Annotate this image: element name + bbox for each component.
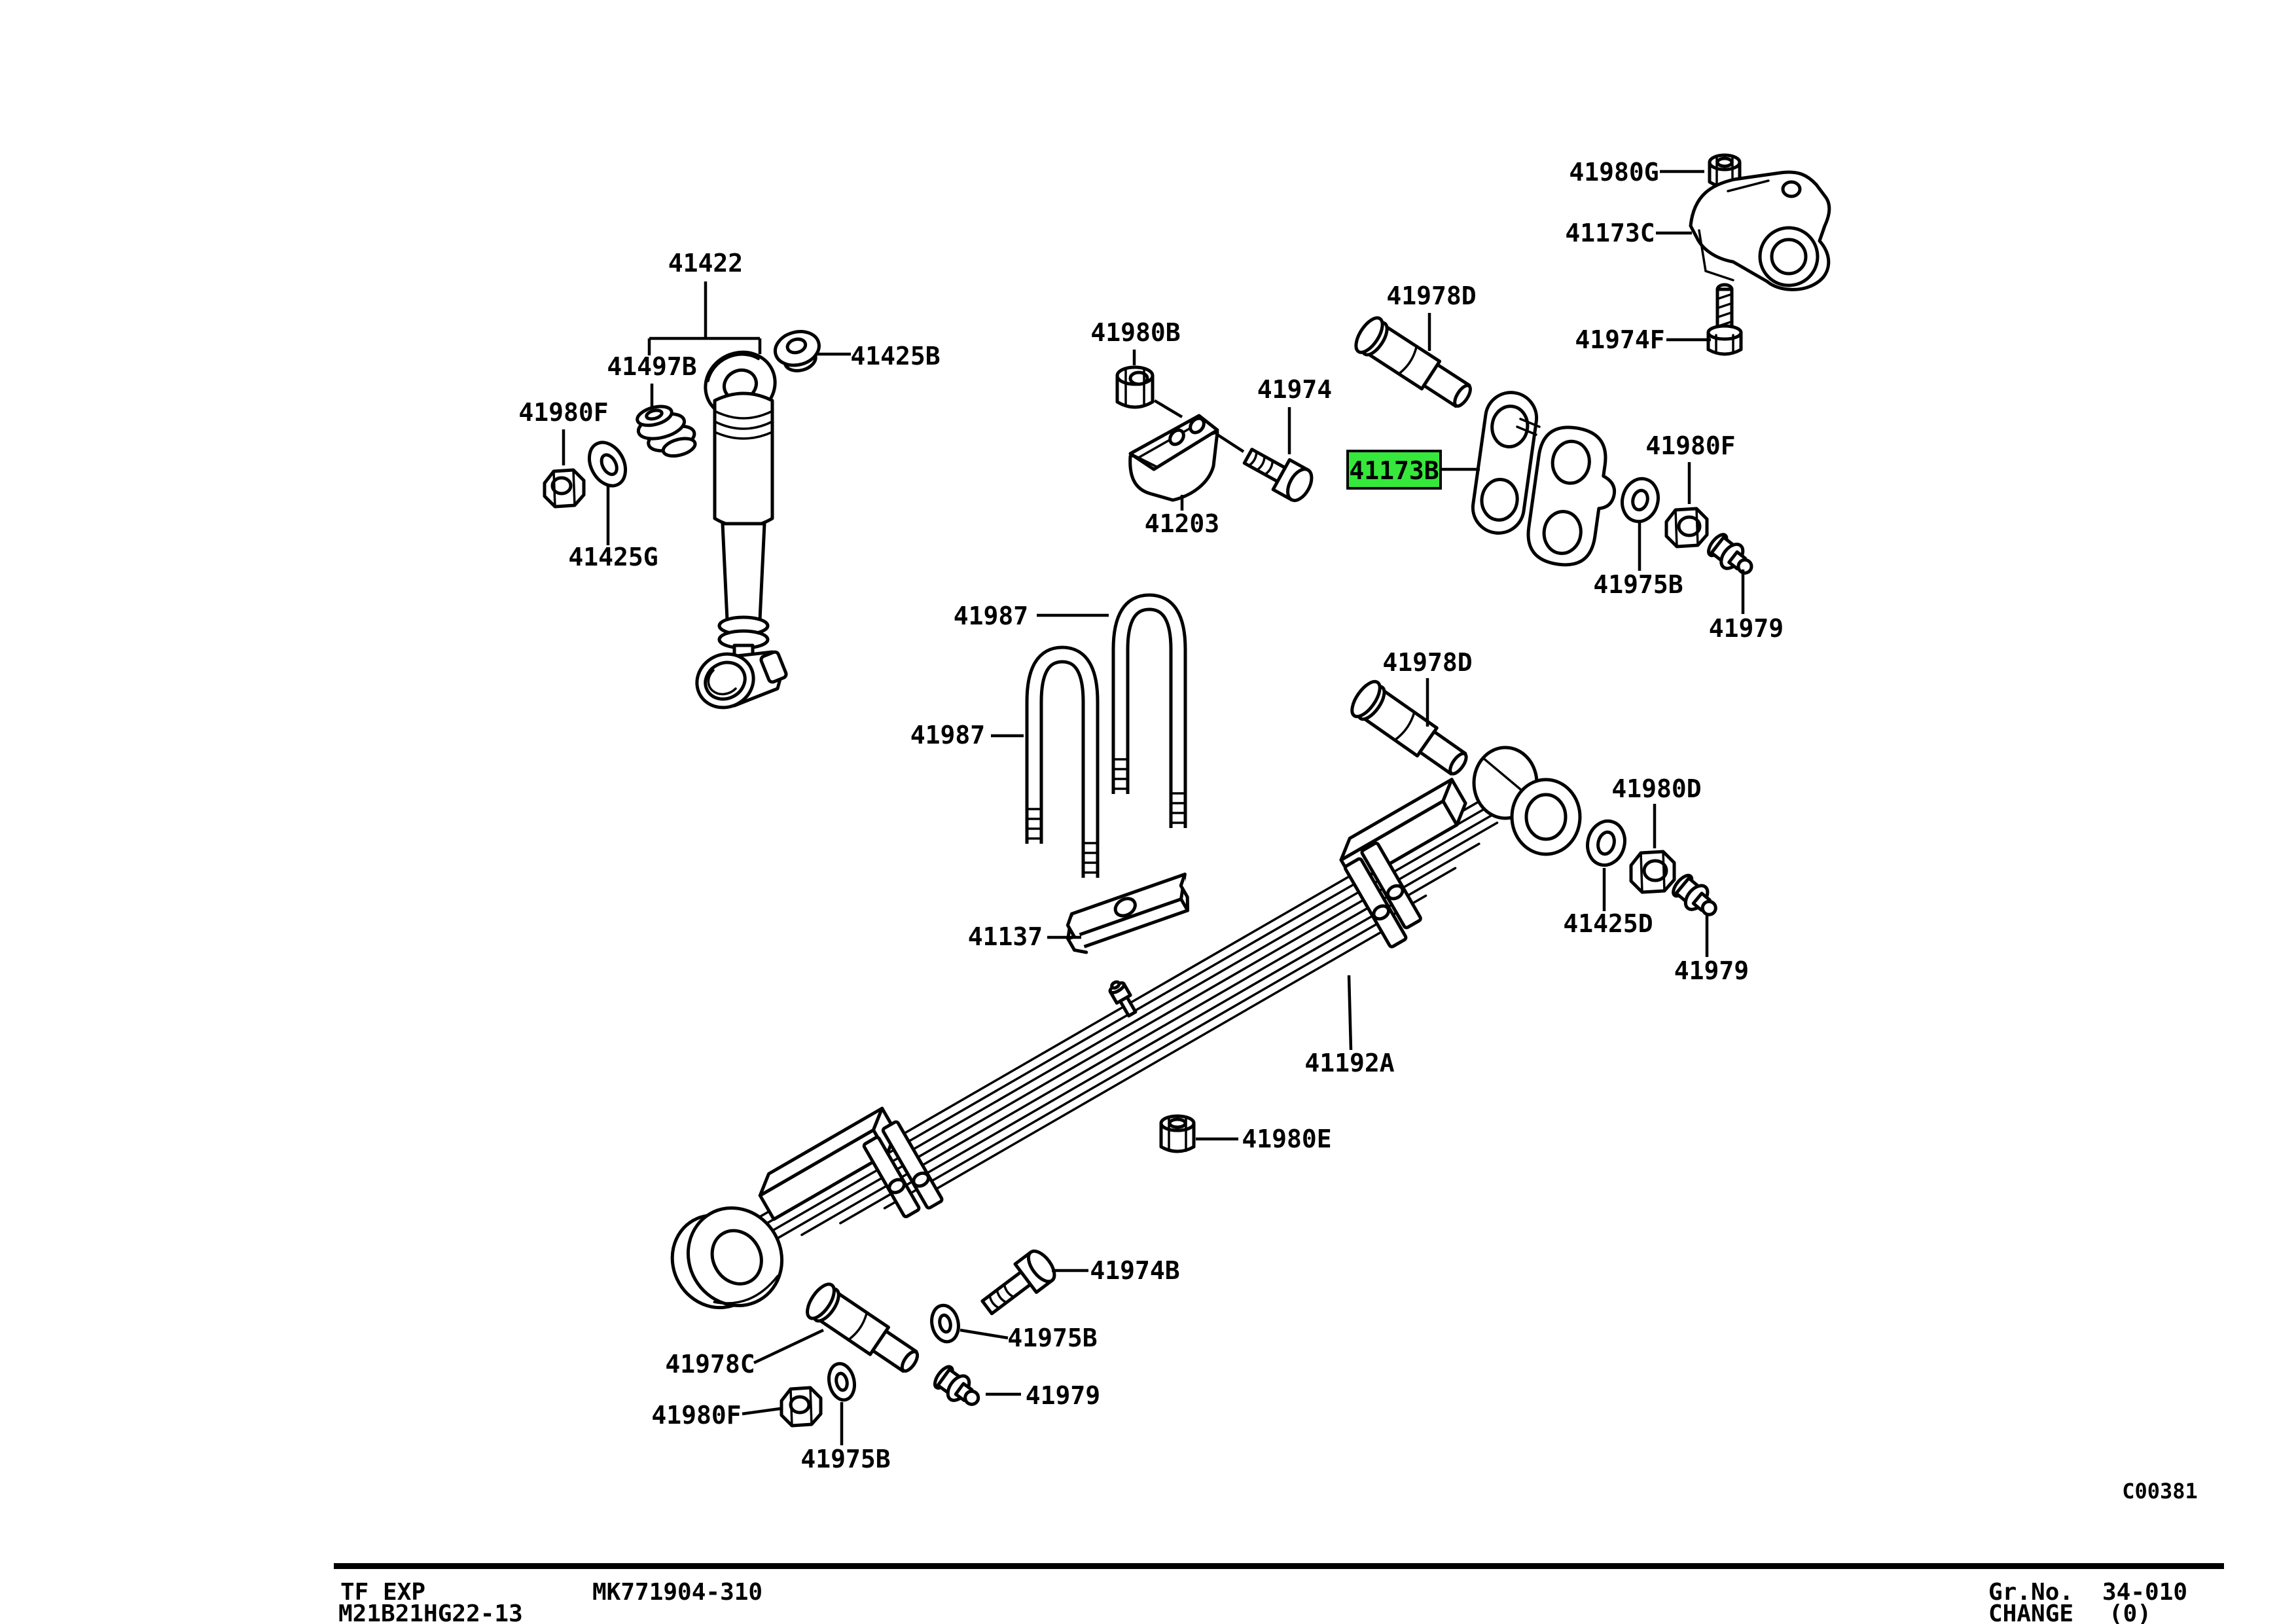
part-label-41975B-centerbolt[interactable]: 41975B (1007, 1324, 1097, 1352)
part-shackle-plate-outer (1526, 425, 1617, 567)
part-label-41422[interactable]: 41422 (668, 249, 743, 278)
footer-rule (334, 1563, 2224, 1569)
part-label-41980F-shock[interactable]: 41980F (518, 398, 608, 427)
footer-change-label: CHANGE (1988, 1600, 2073, 1624)
part-label-41425D[interactable]: 41425D (1563, 909, 1653, 938)
part-label-41980F-front[interactable]: 41980F (651, 1401, 741, 1430)
leader-lines (562, 170, 1745, 1445)
part-label-41425G[interactable]: 41425G (568, 543, 658, 571)
footer-change-value: (0) (2109, 1600, 2151, 1624)
spring-front-eye (670, 1206, 784, 1310)
part-nut-41980D (1629, 850, 1676, 894)
part-label-41192A[interactable]: 41192A (1304, 1049, 1394, 1077)
part-grease-fitting-41979-shackle (1707, 533, 1753, 575)
spring-centre-bolt (1108, 980, 1138, 1018)
highlighted-part-label-41173B[interactable]: 41173B (1346, 450, 1442, 490)
part-label-41987-rear[interactable]: 41987 (954, 602, 1028, 630)
part-grease-fitting-41979-front (933, 1365, 980, 1406)
diagram-code: C00381 (2122, 1479, 2198, 1504)
part-nut-41980E (1159, 1114, 1196, 1153)
part-label-41497B[interactable]: 41497B (607, 352, 696, 381)
part-label-41980F-shackle[interactable]: 41980F (1645, 431, 1735, 460)
part-label-41978D-lower[interactable]: 41978D (1382, 648, 1472, 677)
part-spring-pin-41978D-lower (1350, 679, 1468, 776)
highlight-box[interactable] (1346, 450, 1442, 490)
part-nut-41980F-shock (543, 468, 586, 509)
footer: TF EXP MK771904-310 M21B21HG22-13 Gr.No.… (338, 1579, 2187, 1624)
part-bushing-41425B (773, 330, 821, 372)
part-label-41979-front[interactable]: 41979 (1026, 1381, 1100, 1410)
part-grease-fitting-41979-rear (1672, 873, 1717, 916)
part-label-41980E[interactable]: 41980E (1242, 1125, 1331, 1153)
part-washer-41425G (587, 441, 628, 488)
part-bolt-41974B (980, 1249, 1056, 1316)
part-washer-41975B-centerbolt (930, 1303, 960, 1344)
part-washer-41425D (1586, 819, 1626, 867)
footer-catalog-no: MK771904-310 (592, 1579, 762, 1606)
part-label-41203[interactable]: 41203 (1145, 509, 1219, 538)
part-label-41974B[interactable]: 41974B (1090, 1256, 1179, 1285)
part-bushing-41497B (636, 405, 697, 458)
part-u-bolt-front (1025, 645, 1100, 878)
part-label-41975B-shackle[interactable]: 41975B (1593, 570, 1683, 599)
footer-grno-value: 34-010 (2102, 1579, 2187, 1606)
part-label-41974[interactable]: 41974 (1257, 375, 1332, 404)
footer-grno-label: Gr.No. (1988, 1579, 2073, 1606)
highlight-code[interactable]: 41173B (1349, 456, 1439, 485)
part-nut-41980B (1115, 365, 1155, 409)
shock-bottom-mount (695, 650, 788, 710)
part-spring-pin-41978D-upper (1354, 316, 1472, 408)
part-label-41979-shackle[interactable]: 41979 (1709, 614, 1784, 643)
part-hanger-bracket-41173C (1689, 170, 1831, 291)
part-label-41987-front[interactable]: 41987 (910, 721, 985, 749)
part-label-41173C[interactable]: 41173C (1565, 219, 1655, 247)
part-label-41978D-upper[interactable]: 41978D (1386, 281, 1476, 310)
part-spring-pin-41978C (806, 1282, 920, 1373)
part-label-41974F[interactable]: 41974F (1575, 325, 1664, 354)
part-label-41975B-front[interactable]: 41975B (800, 1445, 890, 1473)
part-label-41978C[interactable]: 41978C (665, 1350, 755, 1379)
part-nut-41980F-front (780, 1386, 823, 1428)
part-label-41979-rear[interactable]: 41979 (1674, 956, 1749, 985)
part-washer-41975B-shackle (1621, 477, 1660, 524)
spring-clip-rear-2 (1360, 841, 1422, 929)
part-washer-41975B-front (827, 1362, 856, 1402)
part-spring-seat-41137 (1066, 873, 1190, 954)
part-bump-stop-41203 (1128, 414, 1219, 502)
footer-model-code: M21B21HG22-13 (338, 1600, 523, 1624)
part-label-41980D[interactable]: 41980D (1611, 774, 1701, 803)
part-bolt-41974 (1242, 448, 1314, 503)
part-label-41137[interactable]: 41137 (968, 922, 1043, 951)
spring-clip-front-2 (881, 1120, 944, 1210)
part-shock-absorber (695, 350, 788, 710)
part-bolt-41974F (1706, 283, 1743, 356)
part-u-bolt-rear (1111, 593, 1187, 828)
part-label-41980B[interactable]: 41980B (1090, 318, 1180, 347)
part-label-41980G[interactable]: 41980G (1569, 158, 1659, 187)
spring-rear-eye (1472, 746, 1582, 856)
part-nut-41980F-shackle (1664, 507, 1709, 549)
spring-clip-front-1 (862, 1136, 921, 1219)
footer-market: TF EXP (340, 1579, 425, 1606)
part-label-41425B[interactable]: 41425B (850, 342, 940, 370)
spring-clip-rear-1 (1344, 857, 1408, 948)
part-leaf-spring-assembly (670, 746, 1582, 1310)
